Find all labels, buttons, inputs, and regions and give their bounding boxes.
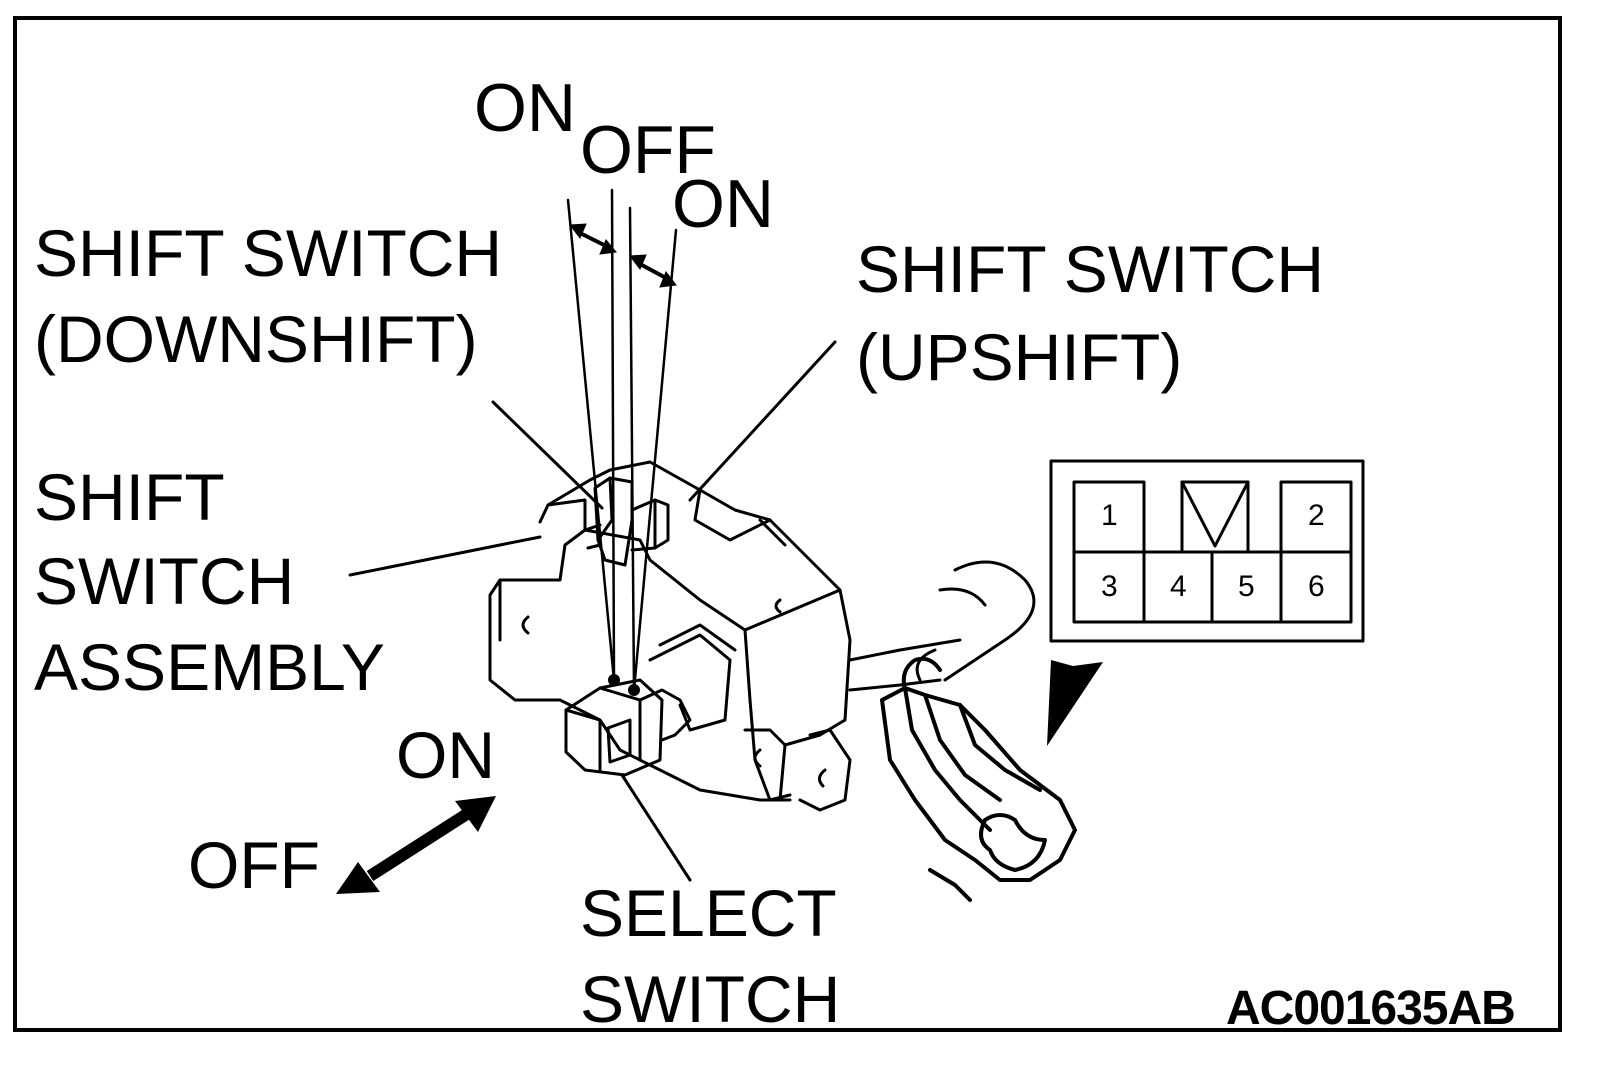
assembly-label-line3: ASSEMBLY — [34, 630, 385, 704]
downshift-label-line2: (DOWNSHIFT) — [34, 302, 478, 376]
assembly-label-line1: SHIFT — [34, 460, 225, 534]
upshift-label-line2: (UPSHIFT) — [856, 320, 1183, 394]
off-label-top: OFF — [580, 112, 716, 188]
pivot-dot-a — [608, 674, 620, 686]
pivot-dot-b — [628, 684, 640, 696]
figure-frame — [13, 16, 1562, 1032]
on-off-arrow-icon — [336, 796, 496, 894]
select-label-line2: SWITCH — [580, 962, 841, 1036]
figure-code: AC001635AB — [1226, 982, 1516, 1035]
select-label-line1: SELECT — [580, 876, 837, 950]
pin-number: 5 — [1238, 570, 1255, 603]
pin-number: 3 — [1101, 570, 1118, 603]
pin-number: 4 — [1170, 570, 1187, 603]
select-switch-knob — [564, 678, 692, 777]
connector-plug — [880, 656, 1077, 902]
position-lines — [566, 188, 678, 692]
upshift-label-line1: SHIFT SWITCH — [856, 232, 1325, 306]
pin-number: 6 — [1308, 570, 1325, 603]
on-label-top-left: ON — [474, 70, 576, 146]
shift-paddles — [583, 476, 670, 567]
connector-pointer-icon — [1047, 660, 1103, 746]
on-label-left: ON — [396, 718, 495, 792]
range-arrows — [569, 223, 677, 288]
switch-assembly-body — [488, 460, 1036, 812]
pin-number: 2 — [1308, 499, 1325, 532]
downshift-label-line1: SHIFT SWITCH — [34, 216, 503, 290]
assembly-label-line2: SWITCH — [34, 544, 295, 618]
connector-pin-face — [1049, 459, 1365, 643]
leader-lines — [348, 340, 837, 882]
on-label-top-right: ON — [672, 166, 774, 242]
pin-number: 1 — [1101, 499, 1118, 532]
off-label-left: OFF — [188, 828, 320, 902]
